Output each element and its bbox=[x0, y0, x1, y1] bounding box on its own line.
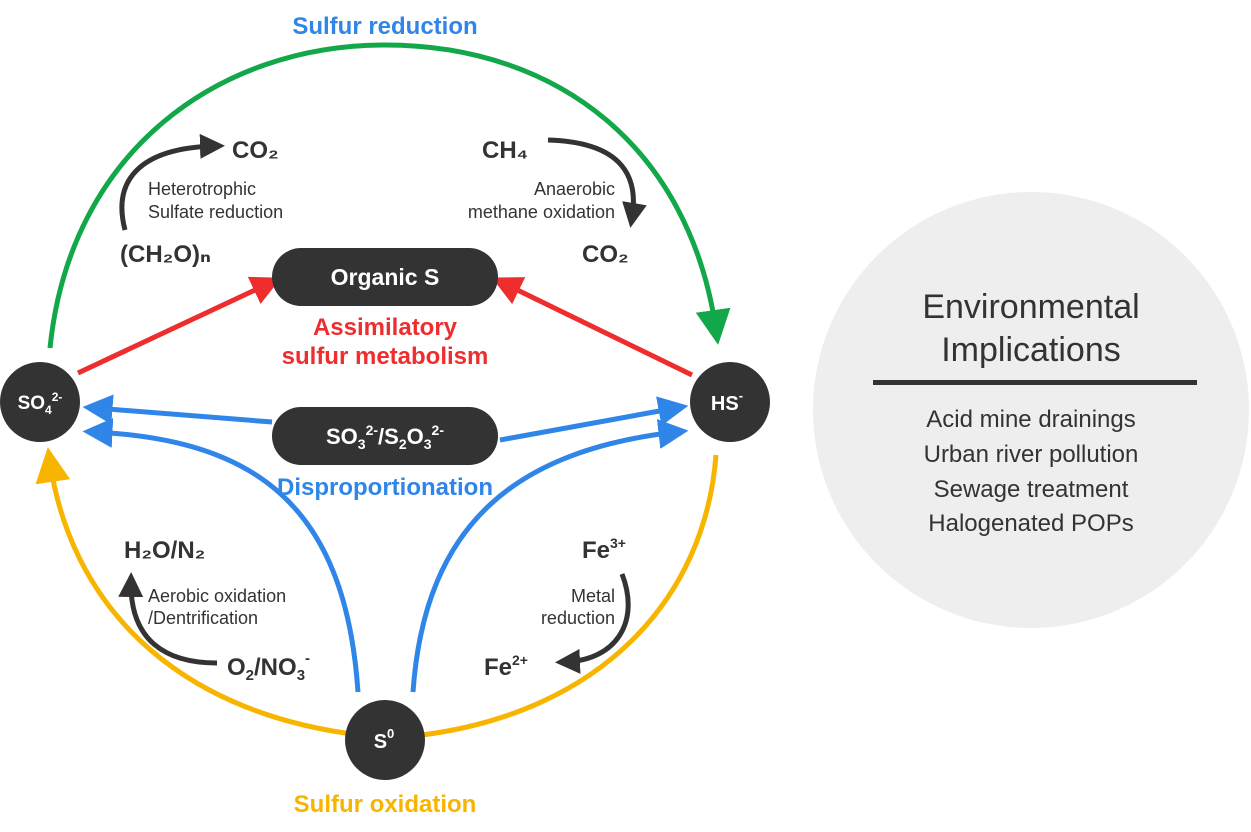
aerobic-curved-arrow bbox=[118, 572, 218, 666]
sulfide-label: HS bbox=[711, 393, 739, 415]
disproportionation-arrow-left bbox=[82, 394, 273, 425]
elemental-sulfur-label: S bbox=[374, 731, 387, 753]
anaerobic-product: CO₂ bbox=[582, 241, 629, 268]
intermediates-label: SO32-/S2O32- bbox=[326, 422, 444, 452]
s0-to-sulfide-arrow bbox=[410, 419, 689, 693]
metal-curved-arrow bbox=[555, 573, 631, 674]
assimilatory-title-line1: Assimilatory bbox=[313, 314, 458, 341]
sulfur-oxidation-title: Sulfur oxidation bbox=[294, 791, 477, 818]
heterotrophic-label-line1: Heterotrophic bbox=[148, 179, 256, 199]
panel-divider bbox=[873, 380, 1197, 385]
sulfate-node: SO42- bbox=[0, 362, 80, 442]
organic-s-box: Organic S bbox=[272, 248, 498, 306]
assimilatory-arrow-right bbox=[491, 277, 694, 378]
svg-text:HS-: HS- bbox=[711, 388, 743, 415]
elemental-sulfur-node: S0 bbox=[345, 700, 425, 780]
disproportionation-title: Disproportionation bbox=[277, 474, 493, 501]
aerobic-label-line2: /Dentrification bbox=[148, 608, 258, 628]
metal-label-line1: Metal bbox=[571, 586, 615, 606]
panel-item: Halogenated POPs bbox=[928, 510, 1133, 537]
panel-item: Acid mine drainings bbox=[926, 406, 1135, 433]
assimilatory-title-line2: sulfur metabolism bbox=[282, 343, 489, 370]
organic-s-label: Organic S bbox=[331, 264, 440, 290]
anaerobic-curved-arrow bbox=[547, 137, 647, 228]
anaerobic-label-line2: methane oxidation bbox=[468, 202, 615, 222]
s0-to-sulfate-arrow bbox=[82, 417, 361, 693]
metal-reactant: Fe3+ bbox=[582, 535, 626, 564]
sulfate-label: SO bbox=[18, 393, 45, 414]
anaerobic-reactant: CH₄ bbox=[482, 137, 528, 164]
metal-product: Fe2+ bbox=[484, 652, 528, 681]
intermediates-box: SO32-/S2O32- bbox=[272, 407, 498, 465]
panel-item: Sewage treatment bbox=[934, 476, 1129, 503]
svg-text:S0: S0 bbox=[374, 726, 395, 753]
heterotrophic-reactant: (CH₂O)ₙ bbox=[120, 241, 211, 268]
aerobic-reactant: O2/NO3- bbox=[227, 650, 310, 684]
anaerobic-label-line1: Anaerobic bbox=[534, 179, 615, 199]
aerobic-label-line1: Aerobic oxidation bbox=[148, 586, 286, 606]
environmental-implications-panel: Environmental Implications Acid mine dra… bbox=[813, 192, 1249, 628]
heterotrophic-curved-arrow bbox=[119, 133, 225, 231]
sulfide-node: HS- bbox=[690, 362, 770, 442]
assimilatory-arrow-left bbox=[76, 276, 282, 376]
metal-label-line2: reduction bbox=[541, 608, 615, 628]
svg-text:SO42-: SO42- bbox=[18, 390, 63, 417]
sulfur-reduction-title: Sulfur reduction bbox=[292, 13, 477, 40]
panel-title-line2: Implications bbox=[941, 331, 1121, 369]
sulfur-reduction-arc bbox=[47, 42, 731, 349]
panel-item: Urban river pollution bbox=[924, 441, 1139, 468]
panel-title-line1: Environmental bbox=[922, 288, 1139, 326]
disproportionation-arrow-right bbox=[499, 396, 689, 443]
heterotrophic-label-line2: Sulfate reduction bbox=[148, 202, 283, 222]
oxidation-arc-right bbox=[421, 454, 719, 738]
oxidation-arc-left bbox=[35, 447, 361, 738]
heterotrophic-product: CO₂ bbox=[232, 137, 279, 164]
aerobic-product: H₂O/N₂ bbox=[124, 537, 205, 564]
